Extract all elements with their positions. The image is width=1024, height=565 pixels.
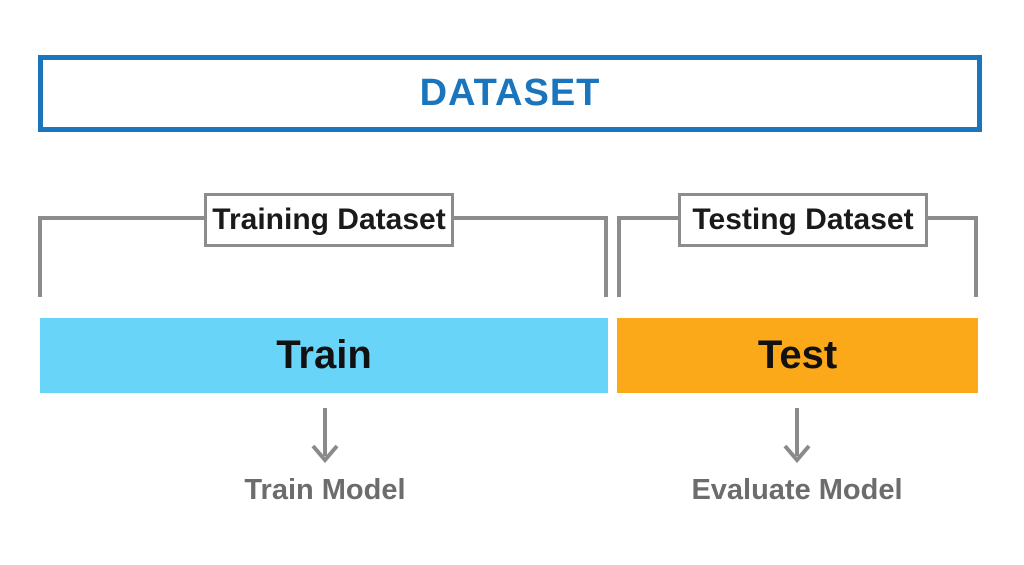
testing-dataset-label: Testing Dataset — [692, 203, 914, 236]
train-model-label: Train Model — [244, 474, 406, 506]
train-bar: Train — [40, 318, 608, 393]
train-bar-label: Train — [276, 333, 372, 377]
testing-bracket-left-tick — [617, 216, 621, 297]
test-bar-label: Test — [757, 333, 838, 377]
test-down-arrow-icon — [775, 404, 819, 466]
evaluate-model-label: Evaluate Model — [691, 474, 903, 506]
training-dataset-label-box: Training Dataset — [204, 193, 454, 247]
training-bracket-left-tick — [38, 216, 42, 297]
test-bar: Test — [617, 318, 978, 393]
testing-bracket-right-tick — [974, 216, 978, 297]
testing-dataset-label-box: Testing Dataset — [678, 193, 928, 247]
training-bracket-right-tick — [604, 216, 608, 297]
dataset-title: DATASET — [419, 72, 601, 114]
train-down-arrow-icon — [303, 404, 347, 466]
dataset-box: DATASET — [38, 55, 982, 132]
training-dataset-label: Training Dataset — [212, 203, 446, 236]
